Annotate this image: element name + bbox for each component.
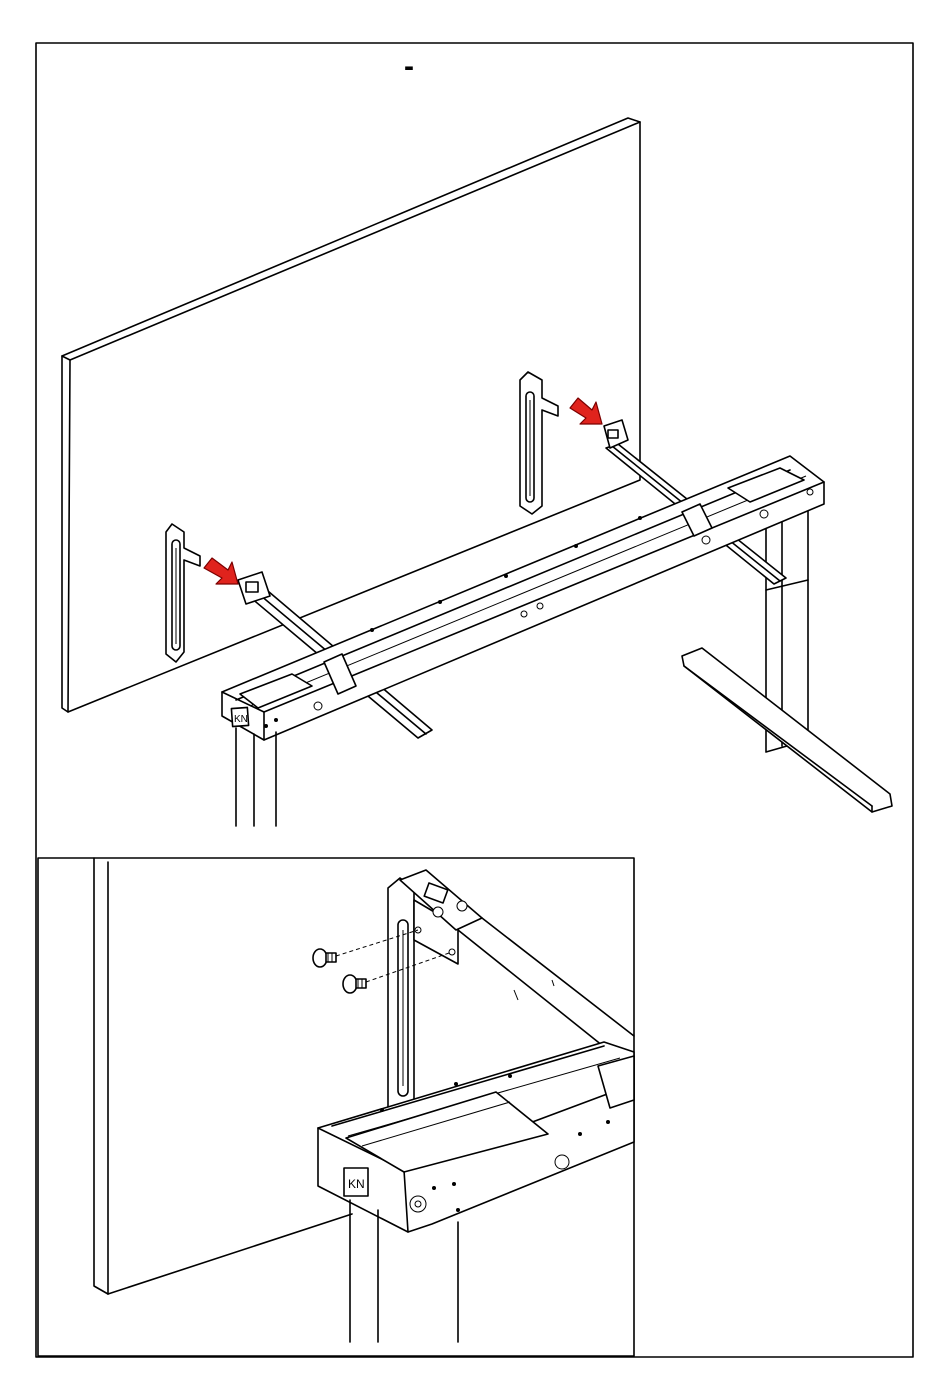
detail-crossbar: KN xyxy=(318,1042,634,1232)
detail-cross-arm xyxy=(400,870,634,1050)
step-marker: - xyxy=(404,52,414,82)
screw-1 xyxy=(313,949,336,967)
crossbar-emblem-detail: KN xyxy=(348,1177,365,1191)
detail-panel: KN xyxy=(38,858,634,1356)
detail-tabletop xyxy=(94,858,352,1294)
crossbar-emblem-left: KN xyxy=(234,714,248,725)
screw-2 xyxy=(343,975,366,993)
main-panel: KN xyxy=(62,118,892,826)
leg-left xyxy=(236,728,276,826)
